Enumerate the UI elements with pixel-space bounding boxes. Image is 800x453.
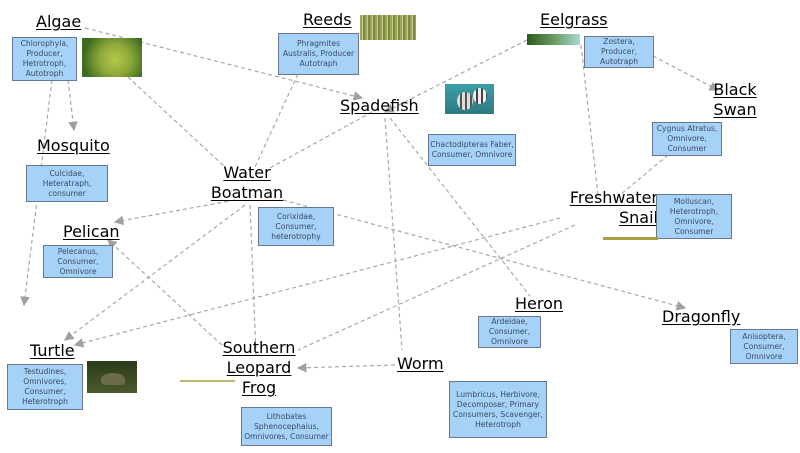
node-title-spadefish: Spadefish — [340, 96, 419, 115]
node-title-eelgrass: Eelgrass — [540, 10, 608, 29]
edge-algae-waterboatman — [127, 76, 226, 168]
node-title-worm: Worm — [397, 354, 444, 373]
node-info-heron: Ardeidae, Consumer, Omnivore — [478, 316, 541, 348]
edge-waterboatman-pelican — [113, 199, 236, 226]
node-title-algae: Algae — [36, 12, 82, 31]
node-title-pelican: Pelican — [63, 222, 120, 241]
eelgrass-image — [527, 34, 580, 45]
edge-algae-mosquito — [67, 79, 78, 132]
edge-spadefish-heron — [389, 117, 531, 297]
edge-snail-frog — [297, 224, 576, 351]
edge-waterboatman-frog — [249, 204, 257, 356]
node-info-worm: Lumbricus, Herbivore, Decomposer, Primar… — [449, 381, 547, 438]
node-info-mosquito: Culcidae, Heteratraph, consumer — [26, 165, 108, 202]
algae-image — [82, 38, 142, 77]
node-title-black-swan: Black Swan — [713, 80, 757, 119]
node-info-algae: Chlorophyla, Producer, Hetrotroph, Autot… — [12, 37, 77, 81]
edge-spadefish-worm — [384, 117, 403, 351]
edge-worm-frog — [296, 362, 396, 373]
reeds-image — [360, 15, 416, 40]
edge-waterboatman-dragonfly — [282, 199, 687, 311]
node-info-reeds: Phragmites Australis, Producer Autotraph — [278, 33, 359, 75]
edge-waterboatman-turtle — [64, 204, 246, 341]
node-info-turtle: Testudines, Omnivores, Consumer, Heterot… — [7, 364, 83, 410]
node-info-spadefish: Chactodipteras Faber, Consumer, Omnivore — [428, 134, 516, 166]
node-title-heron: Heron — [515, 294, 564, 313]
edge-frog-pelican — [107, 239, 223, 346]
node-title-mosquito: Mosquito — [37, 136, 110, 155]
node-info-eelgrass: Zostera, Producer, Autotraph — [584, 36, 654, 68]
edge-eelgrass-swan — [652, 55, 720, 91]
edge-spadefish-waterboatman — [269, 111, 373, 169]
node-title-frog: Southern Leopard Frog — [222, 338, 296, 397]
node-info-frog: Lithobates Sphenocephaius, Omnivores, Co… — [241, 407, 332, 446]
node-title-dragonfly: Dragonfly — [662, 307, 741, 326]
edge-reeds-waterboatman — [254, 73, 299, 168]
spadefish-image — [445, 84, 494, 114]
node-info-black-swan: Cygnus Atratus, Omnivore, Consumer — [652, 122, 722, 156]
edge-swan-snail — [619, 154, 669, 196]
node-title-reeds: Reeds — [303, 10, 352, 29]
node-title-freshwater-snail: Freshwater Snail — [569, 188, 658, 227]
node-info-dragonfly: Anisoptera, Consumer, Omnivore — [730, 329, 798, 364]
frog-image — [180, 380, 235, 382]
node-info-pelican: Pelecanus, Consumer, Omnivore — [43, 245, 113, 278]
snail-image — [603, 237, 658, 240]
turtle-image — [87, 361, 137, 393]
node-title-turtle: Turtle — [30, 341, 75, 360]
node-info-water-boatman: Corixidae, Consumer, heterotrophy — [258, 207, 334, 246]
edge-algae-spadefish — [84, 27, 364, 101]
node-info-freshwater-snail: Molluscan, Heterotroph, Omnivore, Consum… — [656, 194, 732, 239]
node-title-water-boatman: Water Boatman — [210, 163, 284, 202]
edge-eelgrass-spadefish — [383, 39, 528, 113]
